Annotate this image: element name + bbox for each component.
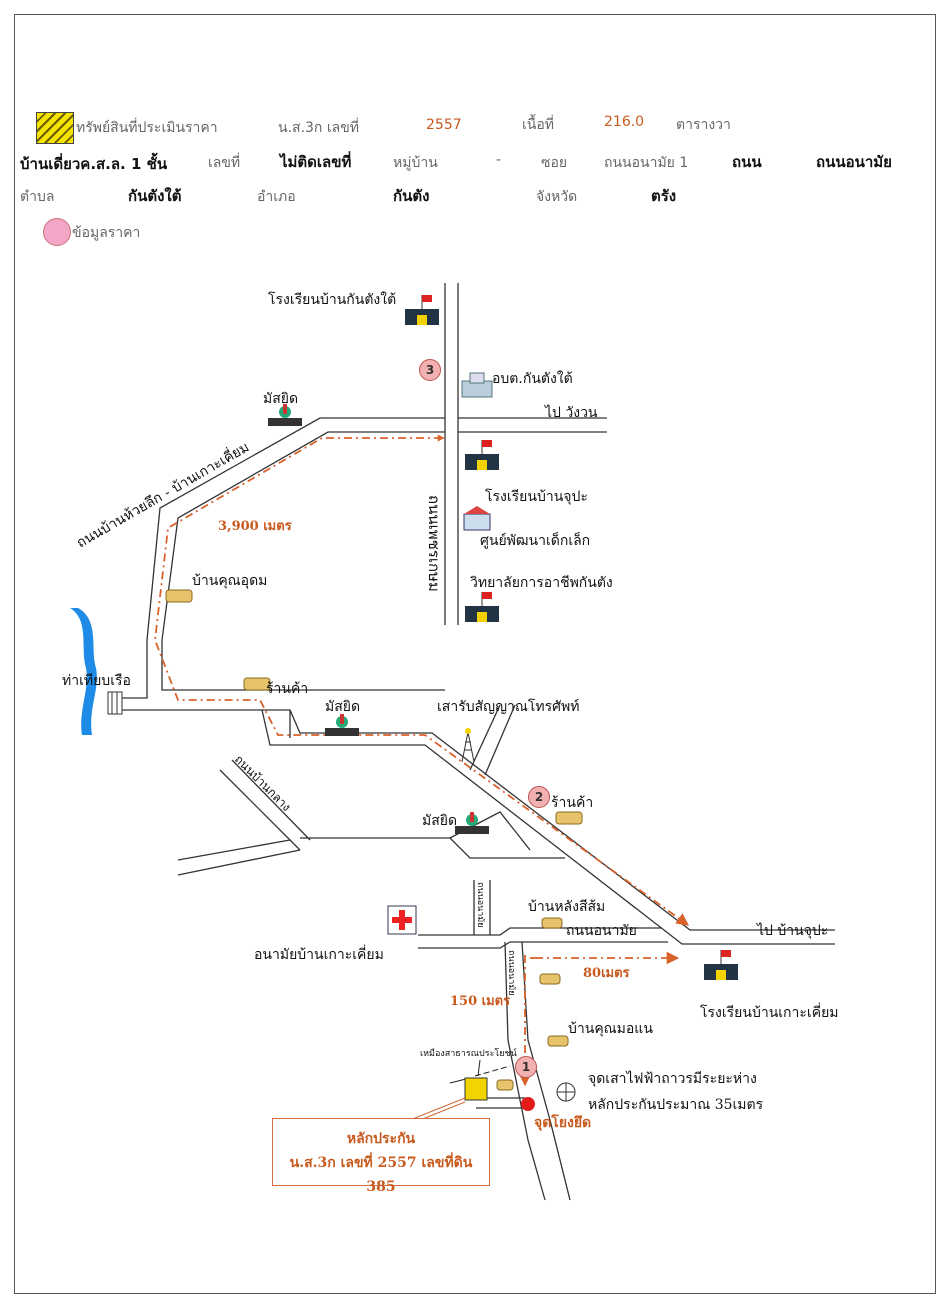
province-value: ตรัง [651, 187, 677, 205]
house-orange-label: บ้านหลังสีส้ม [528, 899, 606, 915]
village-label: หมู่บ้าน [393, 155, 438, 171]
road-value: ถนนอนามัย [816, 153, 892, 171]
distance-3900: 3,900 เมตร [218, 519, 292, 534]
house-icon [165, 589, 583, 1091]
to-jupa-label: ไป บ้านจุปะ [757, 923, 829, 939]
school-icon [405, 295, 738, 980]
road-label: ถนน [732, 153, 762, 171]
to-wangwon-label: ไป วังวน [545, 405, 598, 421]
legend-property-swatch [36, 112, 74, 144]
price-marker-2: 2 [528, 786, 550, 808]
house-udom-label: บ้านคุณอุดม [192, 573, 268, 589]
reference-point [521, 1097, 535, 1111]
tambon-label: ตำบล [20, 189, 55, 205]
shop2-label: ร้านค้า [551, 795, 594, 811]
tambon-value: กันตังใต้ [128, 187, 182, 205]
collateral-detail: น.ส.3ก เลขที่ 2557 เลขที่ดิน 385 [289, 1155, 473, 1195]
pole-note-line1: จุดเสาไฟฟ้าถาวรมีระยะห่าง [588, 1071, 757, 1087]
hospital-icon [387, 905, 417, 935]
mosque-icon [268, 404, 489, 834]
pole-note-line2: หลักประกันประมาณ 35เมตร [588, 1097, 764, 1113]
distance-80: 80เมตร [583, 966, 630, 981]
house-mohan-label: บ้านคุณมอแน [568, 1021, 653, 1037]
river [70, 608, 97, 735]
road-small-label: ถนนอนามัย [475, 882, 485, 928]
amphoe-label: อำเภอ [257, 189, 296, 205]
legend-property-label: ทรัพย์สินที่ประเมินราคา [76, 120, 218, 136]
tower-icon [461, 728, 475, 763]
price-marker-3: 3 [419, 359, 441, 381]
province-label: จังหวัด [536, 189, 578, 205]
health-center-label: อนามัยบ้านเกาะเคี่ยม [254, 947, 384, 963]
area-label: เนื้อที่ [522, 117, 554, 133]
page-frame [14, 14, 936, 1294]
tower-label: เสารับสัญญาณโทรศัพท์ [437, 699, 580, 715]
amphoe-value: กันตัง [393, 187, 430, 205]
area-value: 216.0 [604, 114, 645, 130]
deed-type-label: น.ส.3ก เลขที่ [278, 120, 360, 136]
road-vertical-label: ถนนเพชรเกษม [425, 495, 443, 592]
mosque3-label: มัสยิด [422, 813, 458, 829]
road-anamai1-label: ถนนอนามัย [506, 950, 516, 996]
reference-point-label: จุดโยงยึด [534, 1115, 592, 1131]
shop1-label: ร้านค้า [266, 681, 309, 697]
pole-icon [556, 1082, 576, 1102]
road-anamai-label: ถนนอนามัย [566, 923, 637, 939]
school-kantangtai-label: โรงเรียนบ้านกันตังใต้ [268, 292, 397, 308]
collateral-title: หลักประกัน [346, 1131, 416, 1147]
soi-value: ถนนอนามัย 1 [604, 155, 689, 171]
area-unit: ตารางวา [676, 117, 731, 133]
no-label: เลขที่ [208, 155, 241, 171]
no-value: ไม่ติดเลขที่ [280, 153, 352, 171]
legend-price-label: ข้อมูลราคา [72, 225, 141, 241]
child-center-label: ศูนย์พัฒนาเด็กเล็ก [480, 533, 591, 549]
obt-label: อบต.กันตังใต้ [492, 371, 573, 387]
collateral-box: หลักประกัน น.ส.3ก เลขที่ 2557 เลขที่ดิน … [272, 1118, 490, 1195]
mosque2-label: มัสยิด [325, 699, 361, 715]
college-label: วิทยาลัยการอาชีพกันตัง [470, 575, 613, 591]
school-kohkiam-label: โรงเรียนบ้านเกาะเคี่ยม [700, 1005, 839, 1021]
deed-number: 2557 [426, 117, 462, 133]
distance-150: 150 เมตร [450, 994, 511, 1009]
school-jupa-label: โรงเรียนบ้านจุปะ [485, 489, 588, 505]
building-type: บ้านเดี่ยวค.ส.ล. 1 ชั้น [20, 155, 168, 173]
office-icon [461, 372, 493, 398]
pier-label: ท่าเทียบเรือ [62, 673, 131, 689]
road-banklang-label: ถนนบ้านกลาง [232, 752, 294, 814]
roads [120, 283, 835, 1201]
price-marker-1: 1 [515, 1056, 537, 1078]
child-center-icon [463, 506, 491, 531]
public-land-label: เหมืองสาธารณประโยชน์ [420, 1049, 517, 1059]
village-value: - [496, 152, 502, 168]
mosque1-label: มัสยิด [263, 391, 299, 407]
legend-price-dot [43, 218, 71, 246]
pier-icon [107, 691, 123, 715]
soi-label: ซอย [541, 155, 568, 171]
